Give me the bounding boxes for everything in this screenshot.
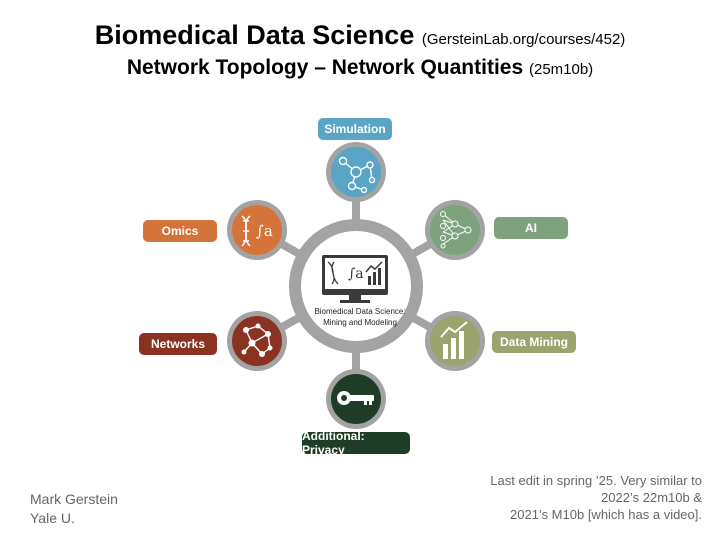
monitor-icon: ∫a bbox=[322, 255, 388, 303]
hub-label-line1: Biomedical Data Science: bbox=[314, 307, 406, 316]
main-title: Biomedical Data Science (GersteinLab.org… bbox=[0, 20, 720, 51]
simulation-node[interactable] bbox=[326, 142, 386, 202]
edit-note-line1: Last edit in spring ’25. Very similar to bbox=[490, 473, 702, 488]
omics-label[interactable]: Omics bbox=[143, 220, 217, 242]
bar-chart-icon bbox=[443, 331, 464, 359]
simulation-label[interactable]: Simulation bbox=[318, 118, 392, 140]
course-url: (GersteinLab.org/courses/452) bbox=[421, 31, 626, 48]
trend-line-icon bbox=[440, 321, 468, 338]
svg-text:∫a: ∫a bbox=[348, 266, 364, 282]
networks-node[interactable] bbox=[227, 311, 287, 371]
hub-label: Biomedical Data Science: Mining and Mode… bbox=[290, 306, 430, 328]
privacy-node[interactable] bbox=[326, 369, 386, 429]
ai-node[interactable] bbox=[425, 200, 485, 260]
edit-note-line3: 2021’s M10b [which has a video]. bbox=[510, 507, 702, 522]
neural-network-icon bbox=[440, 211, 472, 249]
author-affiliation: Yale U. bbox=[30, 510, 75, 526]
author-name: Mark Gerstein bbox=[30, 491, 118, 507]
main-title-text: Biomedical Data Science bbox=[94, 20, 415, 50]
dna-icon bbox=[241, 215, 251, 247]
hub-label-line2: Mining and Modeling bbox=[323, 318, 397, 327]
networks-label[interactable]: Networks bbox=[139, 333, 217, 355]
key-icon bbox=[337, 391, 374, 405]
privacy-label[interactable]: Additional: Privacy bbox=[302, 429, 410, 457]
subtitle-text: Network Topology – Network Quantities bbox=[126, 56, 524, 79]
ai-label[interactable]: AI bbox=[494, 217, 568, 239]
subtitle: Network Topology – Network Quantities (2… bbox=[0, 56, 720, 80]
data-mining-label[interactable]: Data Mining bbox=[492, 331, 576, 353]
author-block: Mark Gerstein Yale U. bbox=[30, 490, 118, 528]
data-mining-node[interactable] bbox=[425, 311, 485, 371]
omics-node[interactable]: ∫a bbox=[227, 200, 287, 260]
lecture-code: (25m10b) bbox=[528, 61, 594, 78]
edit-note-line2: 2022’s 22m10b & bbox=[601, 490, 702, 505]
formula-icon: ∫a bbox=[256, 222, 273, 240]
edit-note: Last edit in spring ’25. Very similar to… bbox=[372, 472, 702, 523]
molecule-icon bbox=[338, 156, 376, 194]
